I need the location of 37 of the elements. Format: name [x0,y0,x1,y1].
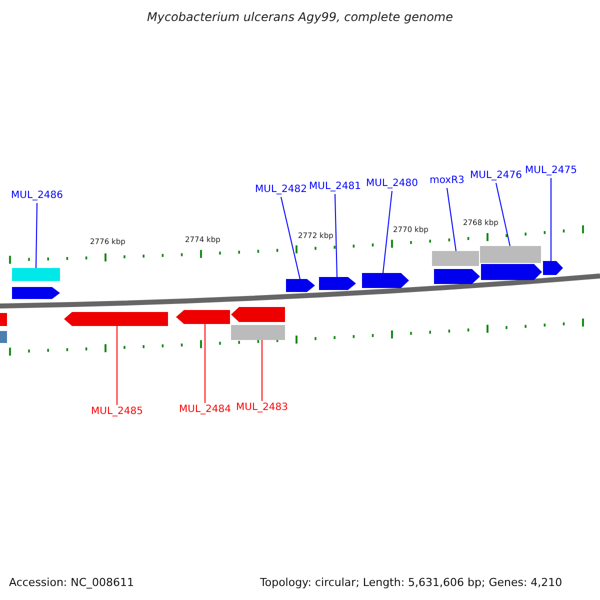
gene-label: MUL_2483 [236,402,288,414]
gene-label: moxR3 [430,175,464,187]
accession-text: Accession: NC_008611 [9,576,134,589]
leader-line [36,202,38,268]
leader-line [382,190,392,274]
gene-block [362,273,409,288]
feature-bar [12,268,60,281]
gene-label: MUL_2475 [525,165,577,177]
gene-label: MUL_2476 [470,170,522,182]
gene-label: MUL_2482 [255,184,307,196]
feature-bar [480,246,541,263]
gene-block [176,310,230,324]
genome-info-text: Topology: circular; Length: 5,631,606 bp; Genes: 4,210 [260,576,562,589]
gene-block [231,307,285,322]
leader-line [550,178,552,262]
leader-line [280,196,300,280]
gene-label: MUL_2481 [309,181,361,193]
feature-bar [432,251,479,266]
gene-label: MUL_2484 [179,404,231,416]
feature-bar [0,331,7,343]
gene-block [286,279,315,292]
leader-line [116,326,118,406]
gene-block [319,277,356,290]
title: Mycobacterium ulcerans Agy99, complete genome [146,10,454,24]
leader-line [204,324,206,404]
feature-bar [231,325,285,340]
gene-label: MUL_2486 [11,190,63,202]
leader-line [496,182,510,246]
gene-block [543,261,563,275]
gene-label: MUL_2485 [91,406,143,418]
gene-block [434,269,480,284]
gene-block [12,287,60,299]
gene-label: MUL_2480 [366,178,418,190]
feature-bar [0,313,7,326]
leader-line [334,194,338,278]
gene-block [64,312,168,326]
leader-line [446,188,456,252]
